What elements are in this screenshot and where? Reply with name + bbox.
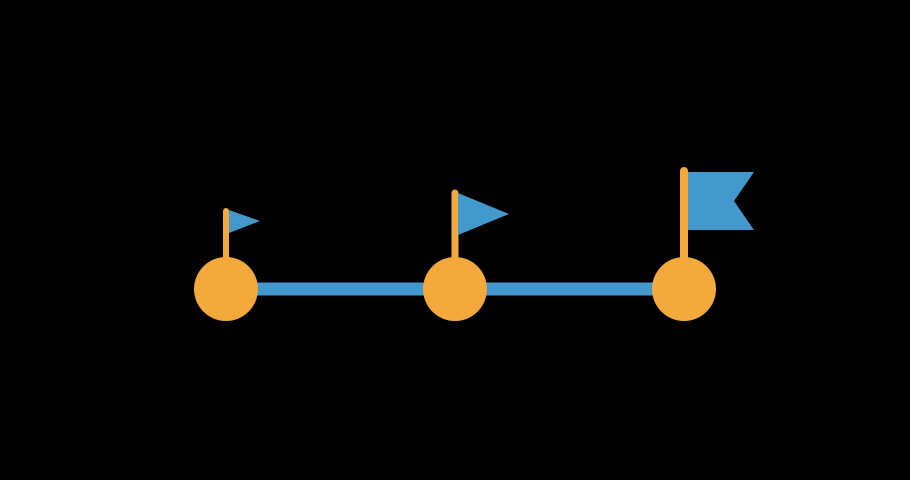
- banner-flag-icon: [688, 172, 754, 230]
- pennant-flag-icon: [458, 193, 509, 235]
- pennant-flag-icon: [229, 210, 260, 233]
- milestone-node: [652, 257, 716, 321]
- milestone-middle: [423, 189, 509, 321]
- milestone-node: [194, 257, 258, 321]
- milestone-start: [194, 208, 260, 321]
- milestone-finish: [652, 167, 754, 321]
- milestone-node: [423, 257, 487, 321]
